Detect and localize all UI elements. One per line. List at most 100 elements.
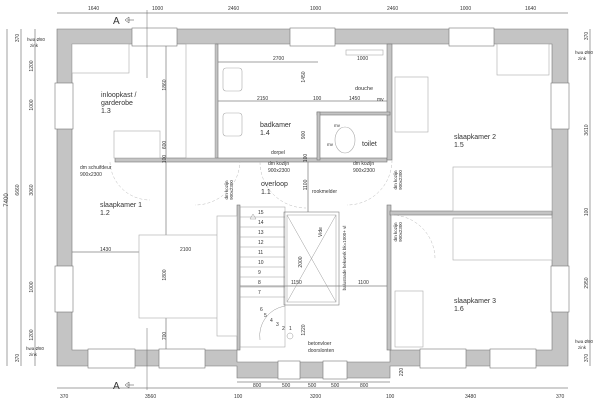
dimension-bottom: 100 <box>386 394 395 400</box>
stair-step-number: 15 <box>258 210 264 216</box>
downpipe-note: hwa Ø80 <box>575 50 594 55</box>
door-note: 900x2300 <box>398 170 403 190</box>
room-number: 1.6 <box>454 306 464 313</box>
nightstand <box>216 215 238 337</box>
annotations: inloopkast /garderobe1.3badkamer1.4slaap… <box>4 6 594 400</box>
door-note: dm kozijn <box>224 180 229 200</box>
downpipe-note: hwa Ø80 <box>575 339 594 344</box>
dimension-interior: 100 <box>313 96 322 102</box>
dimension-left: 1200 <box>29 60 35 71</box>
dimension-bottom: 3200 <box>310 394 321 400</box>
dimension-interior: 1450 <box>349 96 360 102</box>
plan-label: douche <box>355 86 373 92</box>
dimension-interior: 700 <box>162 332 168 341</box>
room-name: slaapkamer 1 <box>100 202 142 209</box>
room-number: 1.2 <box>100 210 110 217</box>
dimension-top: 1000 <box>310 6 321 12</box>
section-markers: A A <box>113 10 148 392</box>
plan-label: mv <box>327 142 334 147</box>
stair-step-number: 10 <box>258 260 264 266</box>
section-marker-top: A <box>113 16 120 27</box>
downpipe-note: hwa Ø80 <box>26 346 45 351</box>
dimension-interior: 1860 <box>162 79 168 90</box>
door-note: dm kozijn <box>268 161 289 167</box>
dimension-bottom-sub: 500 <box>282 383 291 389</box>
wardrobe <box>113 130 161 159</box>
dimension-left: 1000 <box>29 99 35 110</box>
sink <box>222 67 243 92</box>
downpipe-note: zink <box>30 43 39 48</box>
dimension-top: 2460 <box>228 6 239 12</box>
stair-step-number: 12 <box>258 240 264 246</box>
dimension-interior: 1450 <box>301 71 307 82</box>
dimension-bottom-sub: 500 <box>331 383 340 389</box>
dimension-top: 1000 <box>152 6 163 12</box>
dimension-top: 1640 <box>88 6 99 12</box>
dimension-top: 2460 <box>387 6 398 12</box>
downpipe-note: hwa Ø80 <box>27 37 46 42</box>
door-note: 900x2300 <box>353 168 375 174</box>
bed <box>452 217 553 261</box>
shower-drain <box>345 49 384 56</box>
dimension-interior: 220 <box>399 368 405 377</box>
plan-label: dorpel <box>271 150 285 156</box>
dimension-interior: 100 <box>303 154 309 163</box>
room-name: slaapkamer 2 <box>454 134 496 141</box>
dimension-bottom-sub: 800 <box>253 383 262 389</box>
stair-step-number: 11 <box>258 250 263 256</box>
downpipe-note: zink <box>29 352 38 357</box>
furniture <box>71 43 553 348</box>
dimension-interior: 1100 <box>358 280 369 286</box>
bed <box>452 166 553 212</box>
dimension-left: 7400 <box>4 193 10 207</box>
dimension-interior: 100 <box>162 155 168 164</box>
room-number: 1.5 <box>454 142 464 149</box>
cabinet <box>185 43 216 159</box>
void <box>283 211 340 306</box>
stair-step-number: 8 <box>258 280 261 286</box>
plan-label: mv <box>377 97 384 103</box>
wardrobe <box>496 43 550 76</box>
dimension-bottom: 100 <box>234 394 243 400</box>
room-number: 1.1 <box>261 189 271 196</box>
dimension-top: 1640 <box>525 6 536 12</box>
dimension-interior: 1150 <box>291 280 302 286</box>
dimension-bottom-sub: 500 <box>308 383 317 389</box>
door-note: 900x2300 <box>229 180 234 200</box>
warning-triangle-icon <box>249 213 257 220</box>
dimension-interior: 1430 <box>100 247 111 253</box>
room-name: slaapkamer 3 <box>454 298 496 305</box>
dimension-bottom: 3480 <box>465 394 476 400</box>
room-number: 1.4 <box>260 130 270 137</box>
room-name: garderobe <box>101 100 133 107</box>
door-note: 900x2300 <box>398 222 403 242</box>
door-note: dm schuifdeur <box>80 165 112 171</box>
dimension-right: 2950 <box>584 277 590 288</box>
dimension-interior: 1000 <box>357 56 368 62</box>
plan-label: rookmelder <box>312 189 337 195</box>
room-name: badkamer <box>260 122 292 129</box>
plan-label: toilet <box>362 141 377 148</box>
stair-step-number: 2 <box>282 326 285 332</box>
dimension-interior: 2000 <box>298 256 304 267</box>
dimension-interior: 2150 <box>257 96 268 102</box>
dimension-bottom: 370 <box>556 394 565 400</box>
stair-step-number: 1 <box>289 326 292 332</box>
plan-label: Vide <box>318 227 324 237</box>
dimension-bottom-sub: 800 <box>360 383 369 389</box>
dimension-interior: 900 <box>301 131 307 140</box>
desk <box>394 76 429 133</box>
dimension-interior: 1220 <box>301 324 307 335</box>
toilet-bowl <box>334 126 356 154</box>
downpipe-note: zink <box>578 56 587 61</box>
stair-step-number: 9 <box>258 270 261 276</box>
dimension-left: 1000 <box>29 281 35 292</box>
dimension-interior: 1800 <box>162 269 168 280</box>
plan-label: balustrade hekwerk bk=1000+ vl <box>342 226 347 291</box>
sink <box>222 112 243 137</box>
dimension-left: 370 <box>15 34 21 43</box>
downpipe-note: zink <box>578 345 587 350</box>
dimension-top: 1000 <box>460 6 471 12</box>
stair-step-number: 6 <box>260 307 263 313</box>
